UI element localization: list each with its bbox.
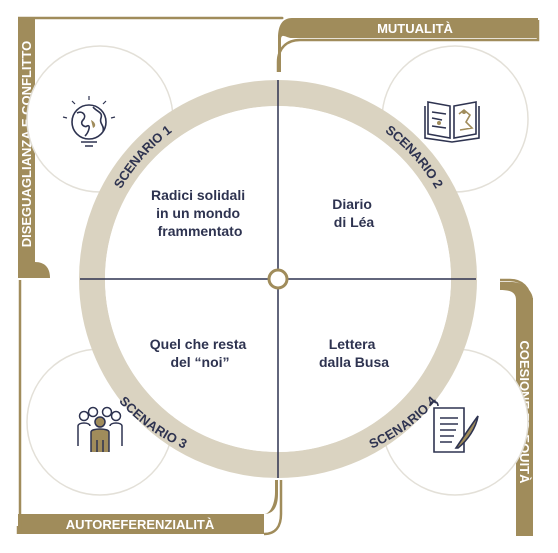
mutualita-bar-curve: [278, 18, 292, 72]
mutualita-bar: [292, 18, 538, 38]
letter-quill-icon: [429, 400, 479, 453]
axis-bottom-label: AUTOREFERENZIALITÀ: [66, 517, 215, 532]
scenario-1-title: Radici solidali in un mondo frammentato: [151, 187, 249, 239]
people-group-icon: [77, 406, 123, 452]
axis-top-label: MUTUALITÀ: [377, 21, 453, 36]
frame-top-left: [18, 18, 50, 278]
scenario-2-title: Diario di Léa: [332, 196, 376, 230]
scenario-4-title: Lettera dalla Busa: [319, 336, 389, 370]
globe-icon: [62, 96, 116, 147]
scenario-3-title: Quel che resta del “noi”: [150, 336, 250, 370]
axis-left-label: DISEGUAGLIANZA E CONFLITTO: [19, 41, 34, 248]
open-book-icon: [424, 101, 480, 143]
frame-bottom: [16, 480, 283, 536]
center-node: [267, 268, 289, 290]
